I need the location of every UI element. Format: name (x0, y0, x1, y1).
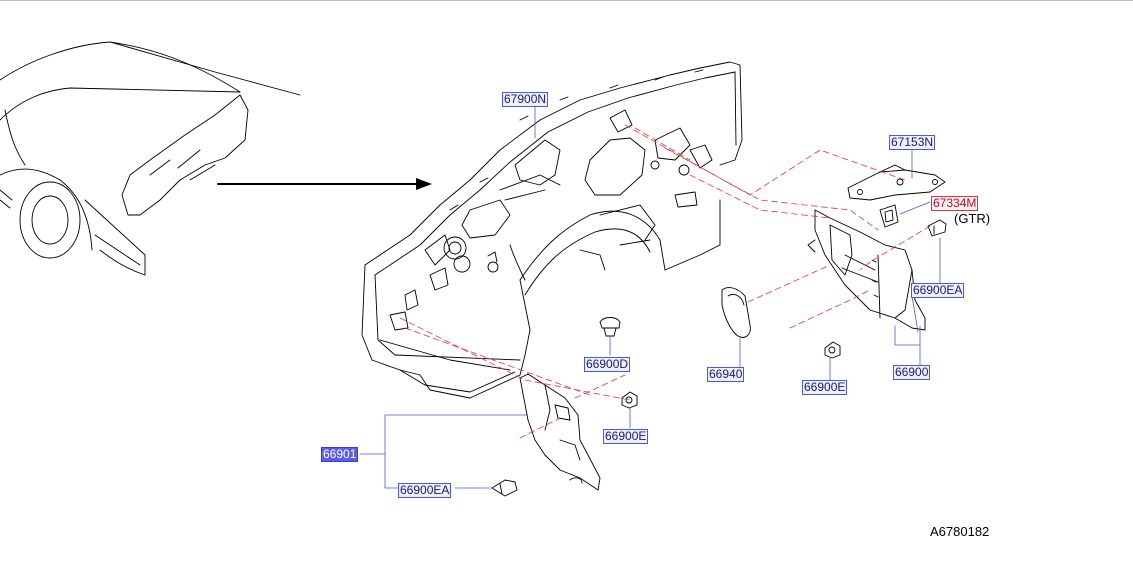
dash-insulator-67900N (361, 61, 743, 399)
callout-66900EA-left[interactable]: 66900EA (398, 483, 452, 498)
clip-66900D (599, 317, 621, 337)
figure-id: A6780182 (930, 524, 990, 539)
nut-66900E-left (621, 391, 638, 409)
callout-66900EA-right[interactable]: 66900EA (911, 283, 965, 298)
callout-66901[interactable]: 66901 (321, 447, 359, 462)
callout-67334M[interactable]: 67334M (931, 196, 979, 211)
kick-panel-66900 (807, 209, 926, 331)
nut-66900E-right (824, 341, 841, 359)
clip-67334M (879, 204, 899, 228)
callout-67153N[interactable]: 67153N (889, 135, 936, 150)
leader-lines (359, 103, 941, 489)
callout-66900E-left[interactable]: 66900E (603, 429, 649, 444)
clip-66900EA-left (491, 479, 518, 497)
gtr-note: (GTR) (954, 211, 991, 226)
bracket-67153N (847, 164, 946, 201)
direction-arrow (217, 178, 432, 190)
callout-66900E-right[interactable]: 66900E (802, 380, 848, 395)
clip-66900EA-right (927, 219, 947, 237)
dashed-alignment-lines (399, 124, 931, 439)
top-border (0, 0, 1133, 1)
cover-66940 (721, 287, 751, 338)
callout-66900[interactable]: 66900 (893, 365, 931, 380)
car-body-illustration (0, 41, 301, 276)
callout-66900D[interactable]: 66900D (584, 357, 631, 372)
kick-panel-66901 (519, 373, 601, 491)
callout-66940[interactable]: 66940 (707, 367, 745, 382)
callout-67900N[interactable]: 67900N (502, 92, 549, 107)
